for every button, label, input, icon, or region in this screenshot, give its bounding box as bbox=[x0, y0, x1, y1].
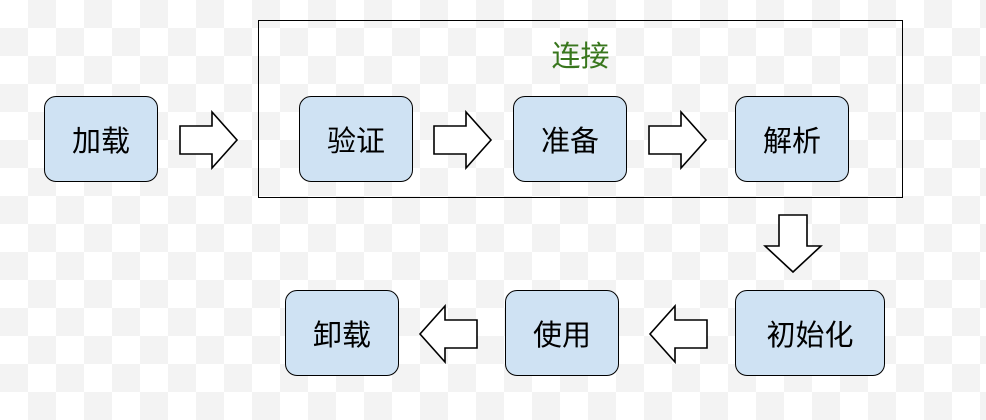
arrow-down-icon bbox=[763, 214, 823, 274]
node-initialize: 初始化 bbox=[735, 290, 885, 376]
connection-group-label: 连接 bbox=[551, 39, 610, 73]
connection-group-frame bbox=[258, 20, 903, 198]
node-prepare: 准备 bbox=[513, 96, 627, 182]
arrow-right-icon bbox=[433, 110, 493, 170]
node-unload: 卸载 bbox=[285, 290, 399, 376]
node-verify: 验证 bbox=[299, 96, 413, 182]
arrow-right-icon bbox=[179, 110, 239, 170]
arrow-right-icon bbox=[648, 110, 708, 170]
node-use: 使用 bbox=[505, 290, 619, 376]
arrow-left-icon bbox=[418, 304, 478, 364]
arrow-left-icon bbox=[648, 304, 708, 364]
node-load: 加载 bbox=[44, 96, 158, 182]
node-resolve: 解析 bbox=[735, 96, 849, 182]
